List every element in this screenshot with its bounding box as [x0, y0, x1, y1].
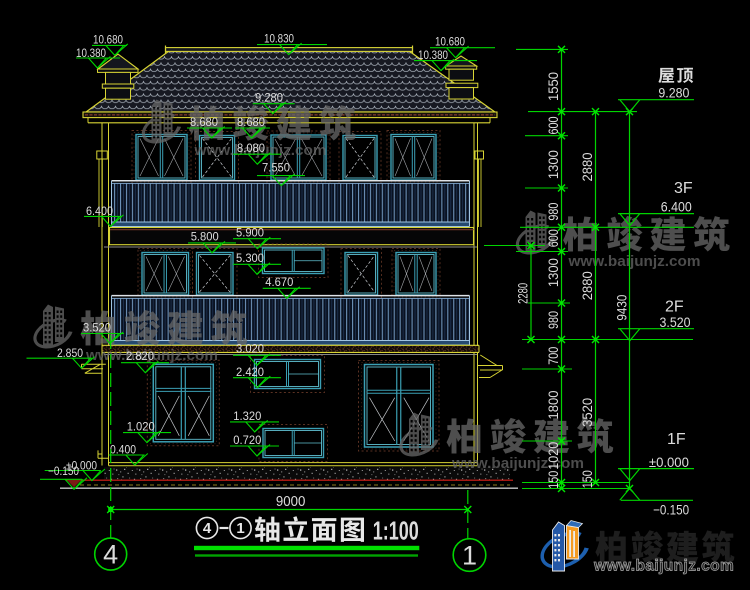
- svg-text:1800: 1800: [546, 391, 561, 420]
- svg-text:6.400: 6.400: [86, 204, 113, 218]
- svg-text:www.baijunjz.com: www.baijunjz.com: [593, 558, 734, 575]
- svg-text:−0.150: −0.150: [48, 464, 79, 478]
- svg-text:10.680: 10.680: [93, 33, 123, 47]
- svg-text:9000: 9000: [276, 494, 306, 510]
- svg-text:±0.000: ±0.000: [66, 459, 97, 473]
- svg-text:www.baijunjz.com: www.baijunjz.com: [567, 253, 700, 270]
- svg-text:9430: 9430: [614, 295, 629, 321]
- svg-text:3.520: 3.520: [660, 314, 691, 330]
- svg-text:3.520: 3.520: [83, 321, 111, 335]
- svg-text:6.400: 6.400: [661, 199, 692, 215]
- svg-text:980: 980: [546, 203, 561, 221]
- svg-text:5.800: 5.800: [191, 230, 219, 244]
- svg-text:1F: 1F: [667, 431, 686, 448]
- svg-text:10.830: 10.830: [264, 32, 294, 46]
- svg-text:5.300: 5.300: [236, 251, 264, 265]
- svg-text:10.380: 10.380: [418, 48, 448, 62]
- svg-text:600: 600: [546, 117, 561, 135]
- svg-text:9.280: 9.280: [255, 91, 283, 105]
- svg-text:2880: 2880: [580, 153, 595, 182]
- svg-text:1: 1: [236, 520, 244, 537]
- svg-text:10.380: 10.380: [76, 46, 106, 60]
- svg-text:2.420: 2.420: [236, 365, 264, 379]
- svg-text:1.320: 1.320: [233, 409, 261, 423]
- svg-text:5.900: 5.900: [236, 226, 264, 240]
- svg-text:3.020: 3.020: [236, 342, 264, 356]
- svg-text:8.680: 8.680: [190, 115, 218, 129]
- svg-text:±0.000: ±0.000: [649, 454, 689, 470]
- svg-text:4: 4: [203, 520, 212, 537]
- svg-text:700: 700: [546, 347, 561, 365]
- svg-text:−0.150: −0.150: [653, 502, 689, 518]
- svg-text:150: 150: [546, 471, 561, 489]
- svg-text:1.020: 1.020: [127, 420, 155, 434]
- svg-text:0.400: 0.400: [110, 443, 136, 457]
- svg-text:2880: 2880: [580, 271, 595, 300]
- svg-text:2.850: 2.850: [57, 346, 83, 360]
- svg-text:1300: 1300: [546, 258, 561, 287]
- svg-text:1:100: 1:100: [373, 516, 419, 546]
- svg-text:4.670: 4.670: [265, 275, 293, 289]
- svg-text:2280: 2280: [516, 283, 531, 304]
- svg-text:www.baijunjz.com: www.baijunjz.com: [193, 142, 326, 159]
- svg-text:www.baijunjz.com: www.baijunjz.com: [85, 347, 218, 364]
- svg-text:0.720: 0.720: [233, 433, 261, 447]
- svg-text:7.550: 7.550: [262, 161, 290, 175]
- svg-text:9.280: 9.280: [658, 85, 689, 101]
- svg-text:1020: 1020: [546, 442, 561, 470]
- svg-text:4: 4: [103, 540, 118, 570]
- svg-text:600: 600: [546, 229, 561, 247]
- svg-text:10.680: 10.680: [435, 35, 465, 49]
- svg-text:3520: 3520: [580, 398, 595, 427]
- svg-text:150: 150: [580, 470, 595, 488]
- svg-text:980: 980: [546, 311, 561, 329]
- svg-text:1: 1: [462, 541, 477, 571]
- svg-text:2F: 2F: [665, 298, 684, 315]
- svg-text:www.baijunjz.com: www.baijunjz.com: [451, 455, 584, 472]
- svg-text:2.820: 2.820: [126, 349, 154, 363]
- svg-text:8.680: 8.680: [237, 115, 265, 129]
- svg-text:8.080: 8.080: [237, 141, 265, 155]
- svg-text:1300: 1300: [546, 150, 561, 179]
- svg-text:3F: 3F: [674, 180, 693, 197]
- svg-text:1550: 1550: [546, 72, 561, 101]
